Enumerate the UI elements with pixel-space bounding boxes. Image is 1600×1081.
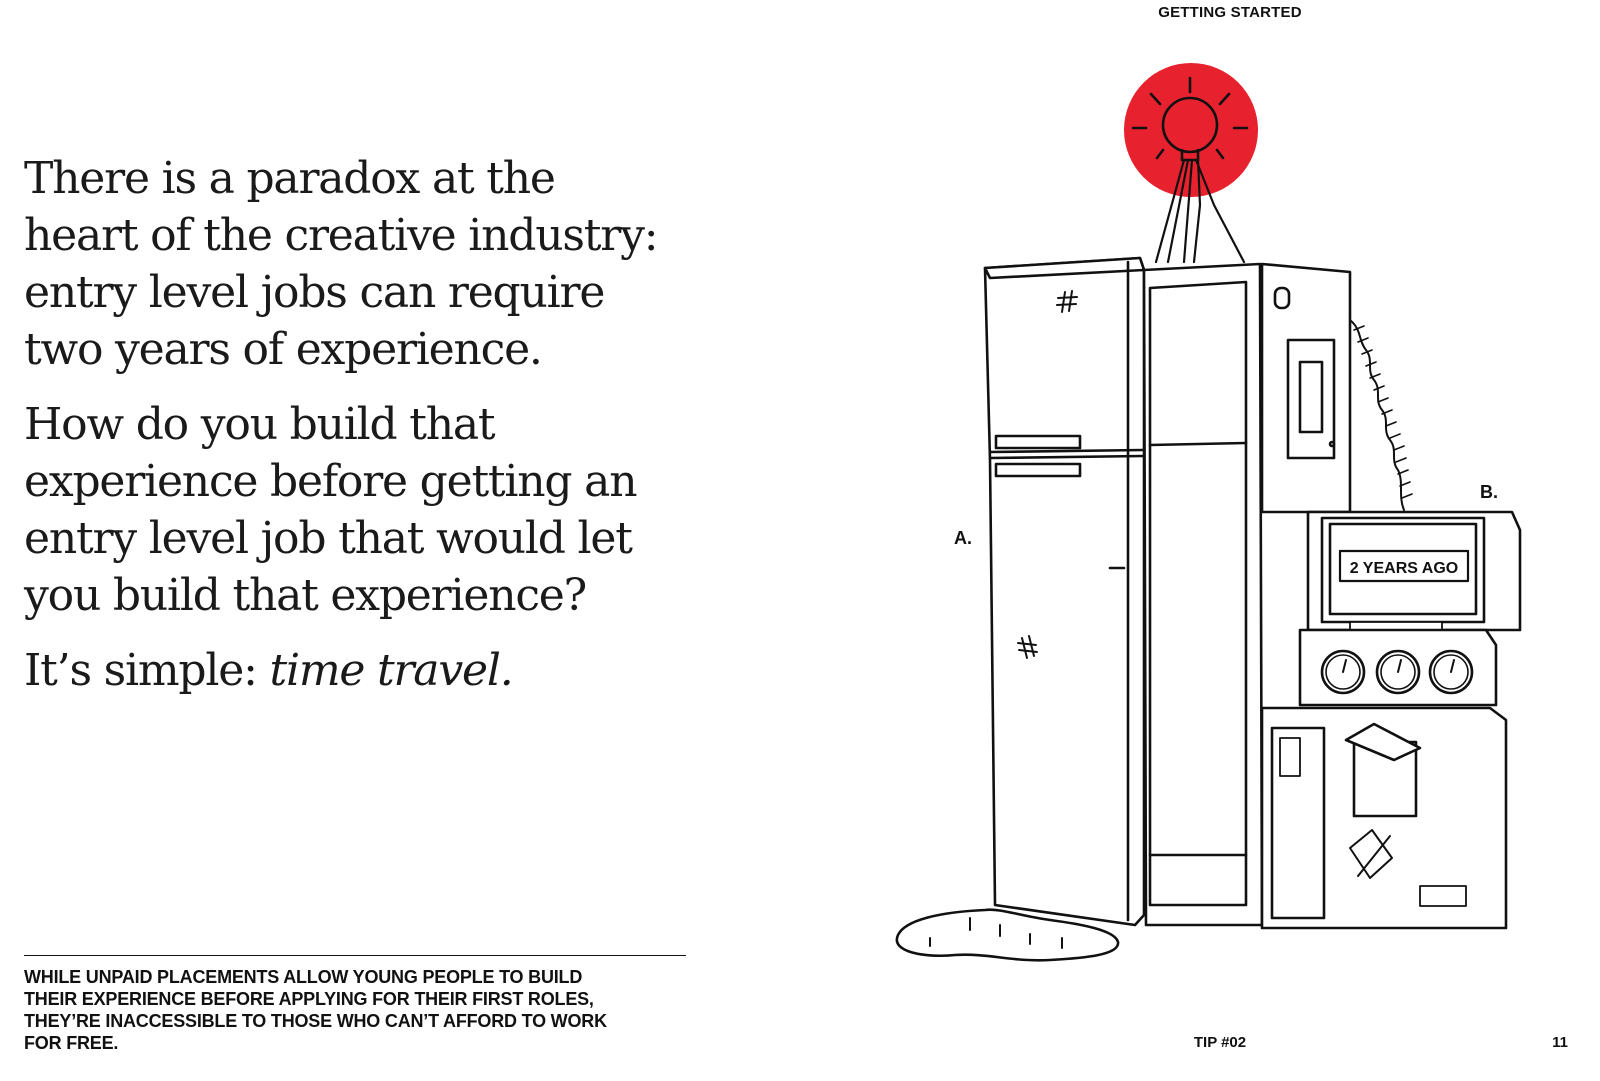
time-machine-illustration: 2 YEARS AGO A. B. bbox=[895, 63, 1522, 962]
body-text: There is a paradox at the heart of the c… bbox=[24, 150, 704, 717]
hash-doodle-icon bbox=[1017, 290, 1078, 659]
time-machine bbox=[1260, 510, 1522, 930]
page-number: 11 bbox=[1552, 1034, 1568, 1051]
tip-number: TIP #02 bbox=[1193, 1034, 1247, 1051]
puddle bbox=[895, 908, 1120, 962]
footnote-line: THEIR EXPERIENCE BEFORE APPLYING FOR THE… bbox=[24, 989, 594, 1009]
paragraph-paradox: There is a paradox at the heart of the c… bbox=[24, 150, 704, 378]
text-line: you build that experience? bbox=[24, 570, 587, 621]
text-line: It’s simple: time travel. bbox=[24, 642, 704, 699]
section-label: GETTING STARTED bbox=[1158, 4, 1302, 21]
answer-emphasis: time travel. bbox=[269, 645, 513, 696]
refrigerator bbox=[983, 256, 1264, 927]
text-line: entry level jobs can require bbox=[24, 267, 605, 318]
label-a: A. bbox=[954, 528, 972, 548]
text-line: experience before getting an bbox=[24, 456, 638, 507]
text-line: two years of experience. bbox=[24, 324, 543, 375]
coil-loops bbox=[1353, 325, 1413, 499]
footnote-divider bbox=[24, 955, 686, 956]
side-cabinet bbox=[1260, 262, 1352, 514]
text-line: heart of the creative industry: bbox=[24, 210, 659, 261]
label-b: B. bbox=[1480, 482, 1498, 502]
coiled-cord bbox=[1349, 319, 1405, 511]
answer-prefix: It’s simple: bbox=[24, 645, 270, 696]
footnote-line: THEY’RE INACCESSIBLE TO THOSE WHO CAN’T … bbox=[24, 1011, 607, 1031]
puddle-ripples bbox=[929, 917, 1063, 949]
footnote: WHILE UNPAID PLACEMENTS ALLOW YOUNG PEOP… bbox=[24, 966, 704, 1054]
paragraph-question: How do you build that experience before … bbox=[24, 396, 704, 624]
paragraph-answer: It’s simple: time travel. bbox=[24, 642, 704, 699]
light-bulb-icon bbox=[1131, 76, 1249, 162]
footnote-line: FOR FREE. bbox=[24, 1033, 119, 1053]
machine-screen-text: 2 YEARS AGO bbox=[1350, 560, 1458, 577]
footnote-line: WHILE UNPAID PLACEMENTS ALLOW YOUNG PEOP… bbox=[24, 967, 583, 987]
bulb-glow bbox=[1124, 63, 1258, 197]
text-line: There is a paradox at the bbox=[24, 153, 556, 204]
text-line: entry level job that would let bbox=[24, 513, 633, 564]
bulb-wires bbox=[1154, 158, 1246, 264]
text-line: How do you build that bbox=[24, 399, 496, 450]
